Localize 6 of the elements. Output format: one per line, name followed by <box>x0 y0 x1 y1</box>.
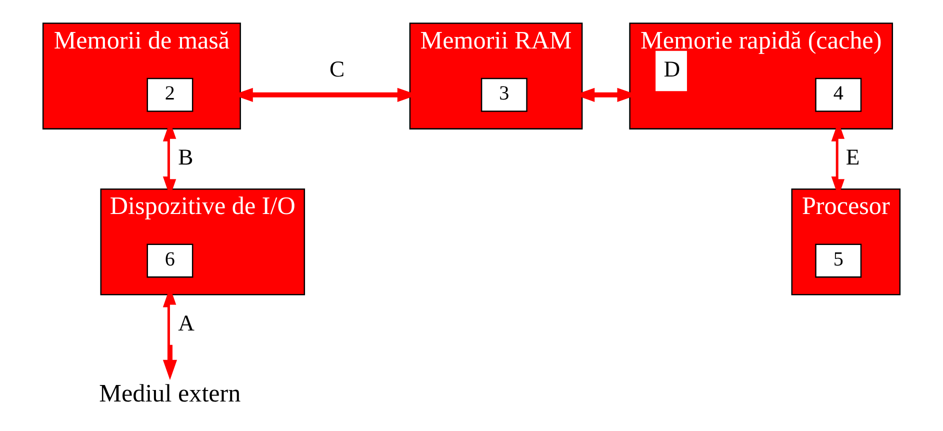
node-text: Mediul extern <box>99 380 241 408</box>
edge-label: E <box>846 144 860 170</box>
edge-label: B <box>178 144 194 170</box>
edge-label: C <box>330 56 345 82</box>
edge-label: D <box>664 56 680 82</box>
edge-label: A <box>178 310 194 336</box>
